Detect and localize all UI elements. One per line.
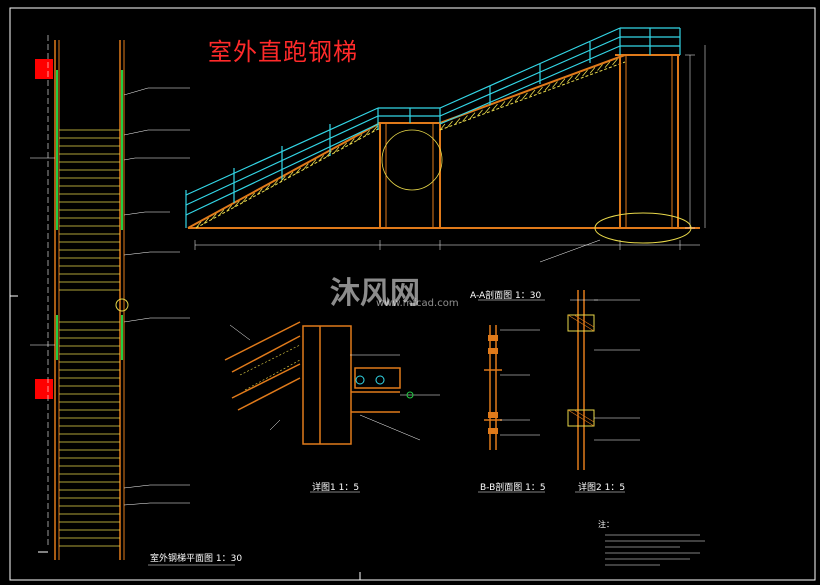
elevation-tread — [249, 192, 255, 200]
elevation-tread — [499, 101, 506, 108]
elevation-tread — [272, 180, 278, 187]
elevation-tread — [326, 150, 332, 158]
elevation-tread — [522, 92, 528, 100]
elevation-tread — [372, 125, 378, 133]
drawing-title: 室外直跑钢梯 — [208, 38, 358, 66]
elevation-tread — [484, 106, 491, 114]
elevation-tread — [492, 103, 498, 111]
elevation-tread — [195, 221, 202, 229]
elevation-tread — [544, 84, 551, 91]
elevation-tread — [454, 118, 461, 125]
title-underlines — [148, 299, 625, 566]
detail-2-view — [567, 290, 640, 470]
elevation-tread — [364, 130, 370, 137]
elevation-tread — [341, 142, 347, 150]
elevation-tread — [234, 200, 240, 208]
elevation-tread — [582, 69, 588, 77]
elevation-tread — [537, 86, 543, 94]
plan-view-title: 室外钢梯平面图 1：30 — [150, 554, 243, 564]
detail2-title: 详图2 1：5 — [578, 483, 626, 493]
elevation-tread — [211, 213, 217, 220]
elevation-tread — [226, 205, 232, 212]
detail1-title: 详图1 1：5 — [312, 483, 360, 493]
elevation-tread — [462, 115, 468, 122]
elevation-tread — [303, 163, 309, 170]
elevation-tread — [310, 159, 317, 166]
elevation-tread — [552, 81, 558, 88]
elevation-tread — [241, 196, 248, 204]
elevation-title: A-A剖面图 1：30 — [470, 291, 542, 301]
plan-leaders — [30, 87, 190, 506]
elevation-tread — [612, 58, 618, 66]
elevation-tread — [604, 61, 611, 68]
elevation-tread — [295, 167, 301, 175]
elevation-tread — [514, 95, 521, 102]
elevation-tread — [356, 134, 363, 141]
elevation-tread — [597, 64, 603, 71]
landing-block-bottom — [35, 379, 53, 399]
elevation-tread — [257, 188, 263, 195]
elevation-tread — [218, 209, 225, 216]
elevation-tread — [529, 89, 536, 97]
elevation-tread — [559, 78, 566, 85]
notes-lines — [605, 534, 705, 566]
watermark-url: www.mfcad.com — [376, 298, 459, 309]
elevation-tread — [447, 120, 453, 128]
elevation-tread — [567, 75, 573, 83]
elevation-tread — [469, 112, 476, 119]
elevation-tread — [589, 67, 596, 74]
stair-elevation-view — [185, 27, 706, 263]
elevation-tread — [477, 109, 483, 117]
section-bb-view — [484, 325, 540, 450]
elevation-tread-hatch — [195, 58, 618, 229]
elevation-tread — [264, 184, 271, 191]
elevation-tread — [349, 138, 355, 145]
elevation-tread — [280, 175, 286, 183]
elevation-tread — [287, 171, 294, 179]
drawing-border — [9, 7, 816, 581]
stair-plan-view — [35, 35, 129, 560]
section-bb-title: B-B剖面图 1：5 — [480, 483, 546, 493]
plan-treads — [59, 129, 120, 547]
detail-1-view — [224, 321, 440, 445]
elevation-tread — [507, 98, 513, 105]
elevation-tread — [439, 123, 446, 131]
elevation-tread — [203, 217, 209, 225]
watermark-brand: 沐风网 — [330, 276, 420, 311]
elevation-tread — [333, 146, 340, 154]
elevation-tread — [318, 155, 324, 162]
landing-block-top — [35, 59, 53, 79]
elevation-tread — [574, 72, 581, 80]
notes-label: 注： — [598, 520, 614, 529]
